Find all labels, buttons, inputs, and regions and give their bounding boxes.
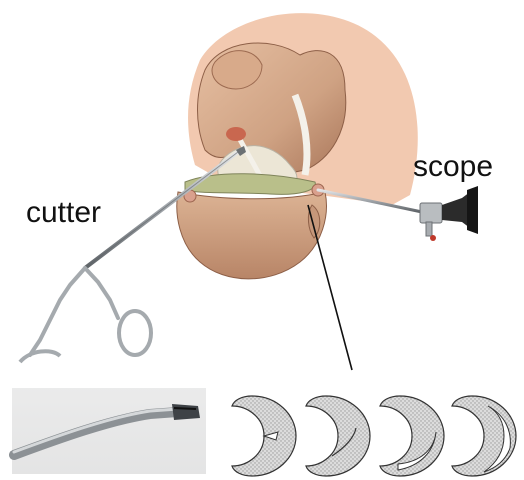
- tibia: [177, 192, 327, 279]
- cutter-tip-photo: [12, 388, 206, 474]
- scope-eyepiece: [442, 192, 470, 228]
- cutter-label: cutter: [26, 198, 101, 228]
- meniscus-diagram-1: [232, 396, 296, 476]
- knee-joint: [177, 13, 418, 279]
- meniscus-diagram-2: [306, 396, 370, 476]
- cutter-ring-lower: [20, 351, 60, 362]
- scope-label: scope: [413, 152, 493, 182]
- meniscus-tear-diagrams: [232, 396, 516, 476]
- cutter-ring-upper: [119, 311, 151, 355]
- photo-jaw: [172, 404, 200, 420]
- meniscus-diagram-4: [452, 396, 516, 476]
- meniscus-pointer-line: [308, 205, 352, 370]
- scope-body: [420, 203, 442, 223]
- meniscus-diagram-3: [380, 396, 444, 476]
- joint-tissue: [226, 127, 246, 141]
- cutter-handle: [30, 268, 118, 355]
